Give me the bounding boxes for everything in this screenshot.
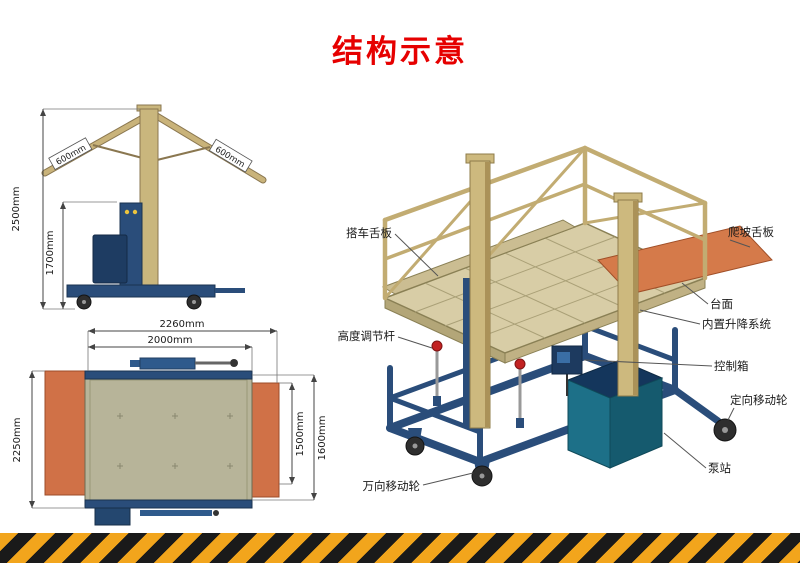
wheel-hub — [192, 300, 196, 304]
dim-inner-width: 2000mm — [88, 335, 253, 371]
right-mast-shade — [633, 201, 638, 395]
bottom-box — [94, 507, 131, 526]
power-unit — [92, 234, 128, 284]
leader-lines — [394, 233, 751, 486]
label-pump-station: 泵站 — [708, 461, 731, 475]
label-directional-wheel: 定向移动轮 — [730, 393, 788, 407]
label-platform-surface: 台面 — [710, 297, 733, 311]
frame-beam-bottom — [84, 499, 253, 509]
button-dot — [124, 209, 130, 215]
label-height-adjust-rod: 高度调节杆 — [338, 329, 396, 343]
dim-outer-depth: 1600mm — [252, 374, 328, 501]
railings — [382, 145, 708, 301]
height-adjust-rods — [431, 340, 526, 428]
isometric-view-drawing: 搭车舌板 爬坡舌板 台面 内置升降系统 高度调节杆 控制箱 定向移动轮 泵站 万… — [338, 145, 788, 493]
right-tongue-plate — [249, 382, 280, 498]
pump-right-face — [609, 377, 663, 469]
wheel-hub — [479, 473, 485, 479]
directional-wheel-arm — [671, 386, 722, 425]
masts — [463, 153, 643, 429]
left-tongue-plate — [44, 370, 91, 496]
label-control-box: 控制箱 — [714, 359, 749, 373]
dim-outer-width: 2260mm — [87, 319, 278, 383]
label-dock-lip: 搭车舌板 — [346, 226, 392, 240]
hazard-stripe-bar — [0, 533, 800, 563]
top-view-machine — [44, 357, 280, 526]
button-dot — [132, 209, 138, 215]
dim-inner-depth: 1500mm — [279, 382, 306, 485]
dim-label-total-depth: 2250mm — [12, 418, 23, 463]
wheel-hub — [412, 443, 418, 449]
rod-end — [230, 359, 238, 367]
dim-label-mast-height: 1700mm — [45, 231, 56, 276]
frame-beam-top — [84, 370, 253, 380]
label-ramp-lip: 爬坡舌板 — [728, 225, 774, 239]
hydraulic-cylinder — [139, 357, 196, 370]
top-view-drawing: 2260mm 2000mm 2250mm 1500mm 1600mm — [12, 319, 328, 526]
dim-label-outer-width: 2260mm — [160, 319, 205, 330]
label-universal-wheel: 万向移动轮 — [363, 479, 421, 493]
dim-label-outer-depth: 1600mm — [317, 416, 328, 461]
control-box-part — [551, 345, 583, 396]
wheel-hub — [722, 427, 728, 433]
wheel-hub — [82, 300, 86, 304]
control-panel — [557, 352, 570, 363]
cylinder-bracket — [130, 360, 140, 367]
base-extension — [215, 288, 245, 293]
left-mast-shade — [485, 162, 490, 427]
part-labels: 搭车舌板 爬坡舌板 台面 内置升降系统 高度调节杆 控制箱 定向移动轮 泵站 万… — [338, 225, 788, 493]
pump-station-box — [566, 359, 664, 469]
dim-right-wing: 600mm — [208, 138, 253, 173]
dim-total-height: 2500mm — [11, 108, 140, 310]
dim-label-total-height: 2500mm — [11, 187, 22, 232]
caster-fork — [408, 428, 422, 440]
mast — [139, 108, 159, 292]
rod-knob — [431, 340, 443, 352]
dim-mast-height: 1700mm — [45, 201, 117, 309]
lift-channel — [463, 278, 470, 428]
rod-knob — [514, 358, 526, 370]
label-builtin-lift-system: 内置升降系统 — [702, 317, 771, 331]
bottom-rod — [140, 510, 212, 516]
bottom-rod-end — [213, 510, 219, 516]
platform-marks — [117, 413, 233, 469]
platform-plate — [84, 374, 253, 506]
dim-label-inner-width: 2000mm — [148, 335, 193, 346]
side-view-machine — [41, 104, 267, 310]
page-title: 结构示意 — [332, 34, 468, 70]
dim-total-depth: 2250mm — [12, 370, 85, 509]
dim-label-inner-depth: 1500mm — [295, 412, 306, 457]
side-view-drawing: 2500mm 1700mm 600mm 600mm — [11, 104, 267, 310]
